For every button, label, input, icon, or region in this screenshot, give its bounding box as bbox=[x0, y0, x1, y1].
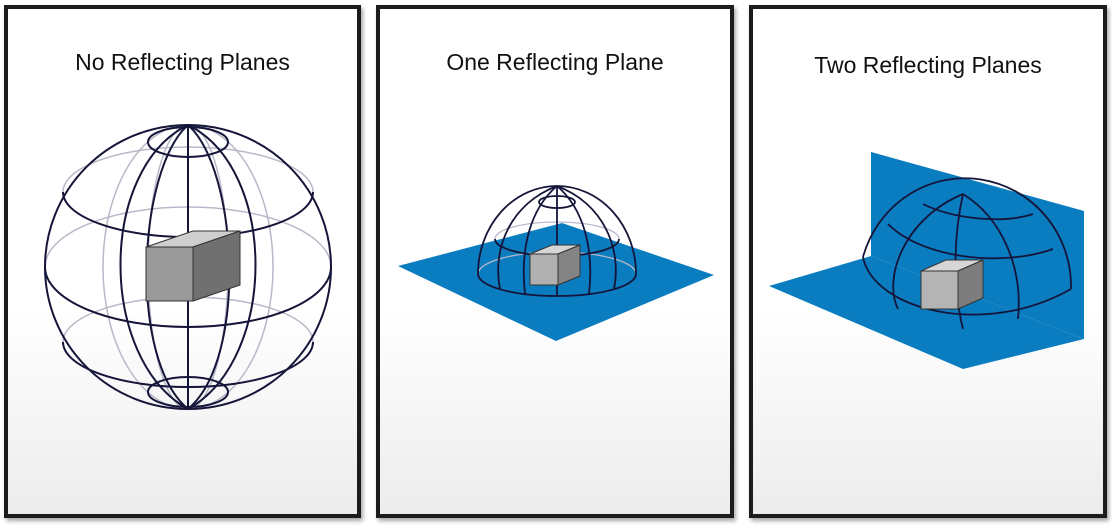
quarter-sphere-lines bbox=[862, 177, 1072, 330]
sphere-diagram bbox=[44, 124, 332, 410]
reflecting-plane-horizontal bbox=[769, 256, 1084, 369]
reflecting-plane-vertical bbox=[871, 152, 1084, 339]
panel-two-reflecting-planes: Two Reflecting Planes bbox=[749, 5, 1107, 518]
panel-no-reflecting-planes: No Reflecting Planes bbox=[4, 5, 361, 518]
cube bbox=[145, 230, 241, 302]
panel-title: One Reflecting Plane bbox=[446, 49, 664, 75]
panel-title: No Reflecting Planes bbox=[75, 49, 290, 75]
quarter-sphere-two-planes-diagram bbox=[769, 152, 1084, 369]
panel-title: Two Reflecting Planes bbox=[814, 52, 1042, 78]
panel-one-reflecting-plane: One Reflecting Plane bbox=[376, 5, 734, 518]
hemisphere-one-plane-diagram bbox=[398, 185, 714, 341]
hemisphere-lines bbox=[477, 185, 637, 297]
